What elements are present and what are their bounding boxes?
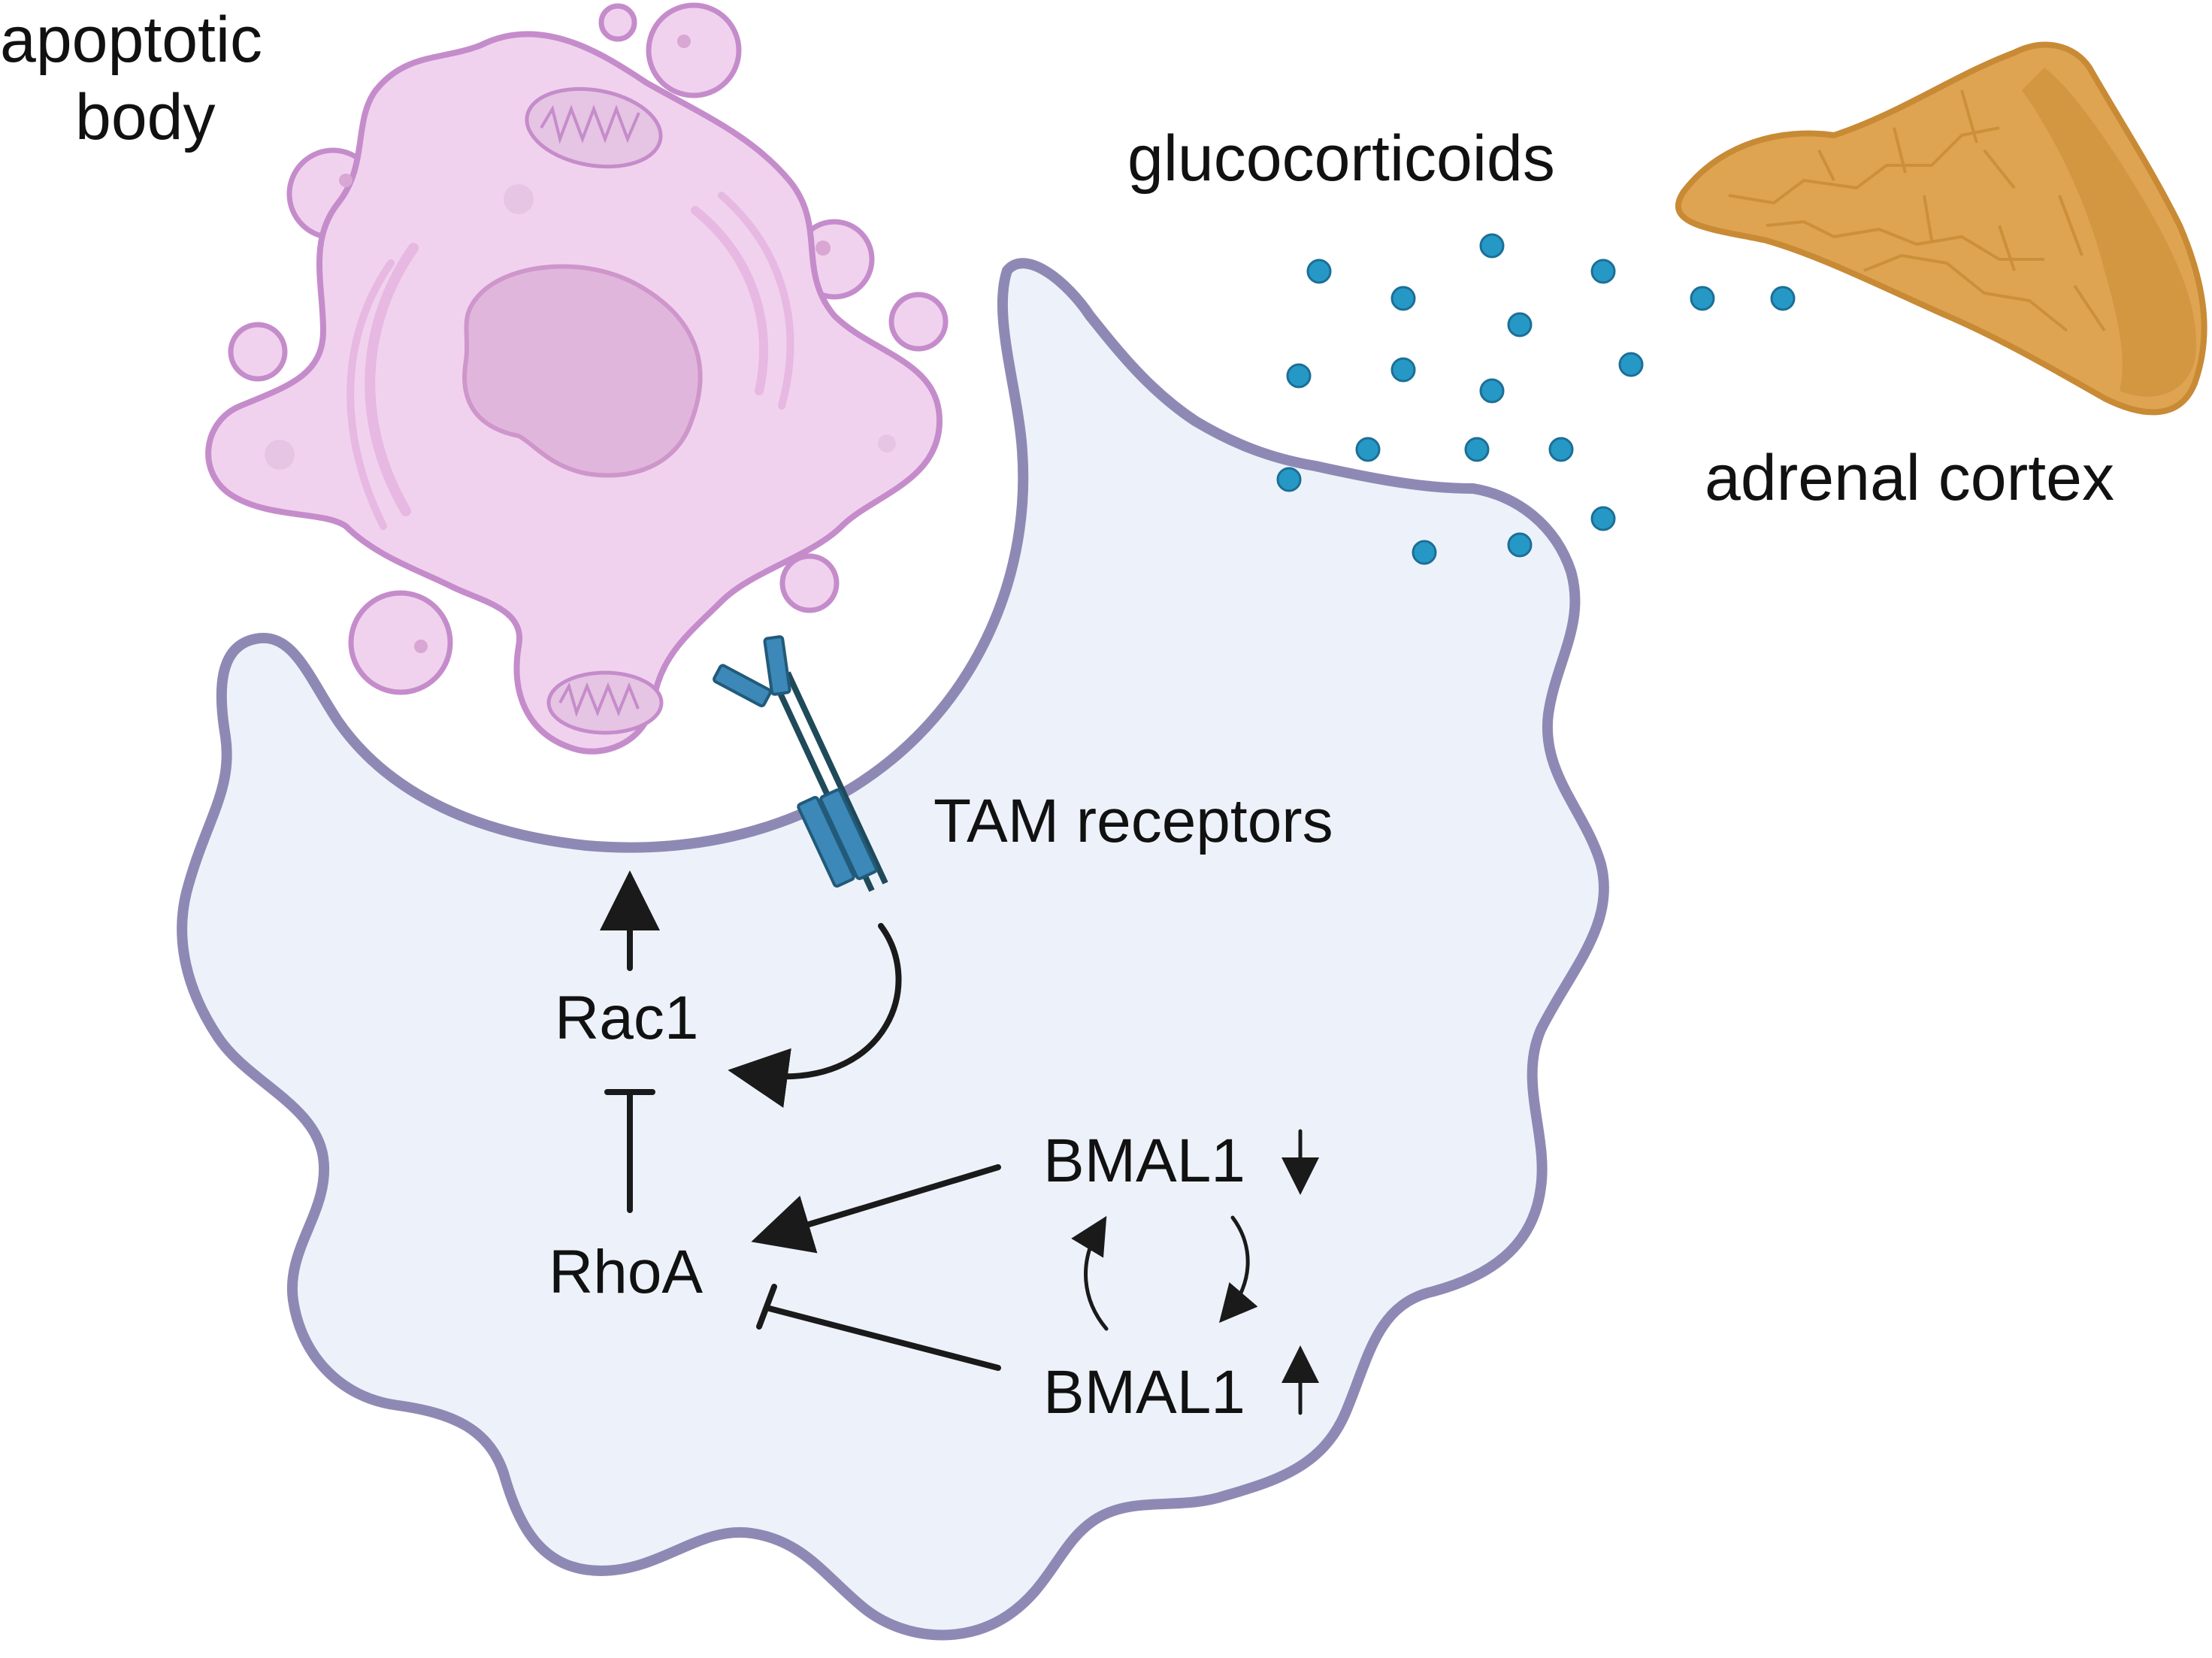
receptor-arm <box>713 664 772 708</box>
bleb <box>779 553 840 613</box>
cycle-arrow-up <box>1071 1215 1109 1331</box>
signaling-arrows <box>600 870 1319 1415</box>
adrenal-cortex-label: adrenal cortex <box>1705 442 2114 514</box>
receptor-domain <box>797 796 855 888</box>
vesicle <box>265 440 295 470</box>
apoptotic-body-label-line2: body <box>75 81 216 153</box>
glucocorticoid-dot <box>1276 467 1302 492</box>
glucocorticoid-dot <box>1507 532 1533 558</box>
cycle-arrow-down <box>1218 1215 1258 1324</box>
bmal1-up-inhibits-rhoa <box>764 1305 1001 1371</box>
apoptotic-body <box>205 2 949 755</box>
endoplasmic-reticulum <box>346 259 395 530</box>
glucocorticoid-dot <box>1590 259 1616 284</box>
inhibition-bar <box>756 1284 777 1330</box>
glucocorticoids-label: glucocorticoids <box>1127 123 1555 195</box>
endoplasmic-reticulum <box>691 206 768 395</box>
bmal1-down-label: BMAL1 <box>1043 1127 1245 1195</box>
bmal1-up-label: BMAL1 <box>1043 1358 1245 1427</box>
mitochondrion <box>546 670 664 735</box>
receptor-arm <box>763 635 791 696</box>
adrenal-cortex <box>1675 41 2207 416</box>
bleb <box>348 590 453 695</box>
receptor-stalk <box>785 671 888 885</box>
glucocorticoid-dot <box>1618 352 1644 377</box>
bleb <box>598 3 637 42</box>
glucocorticoid-dot <box>1390 357 1416 383</box>
glucocorticoid-dot <box>1355 437 1381 462</box>
nucleus <box>462 264 703 478</box>
receptor-domain <box>819 788 878 880</box>
endoplasmic-reticulum <box>718 192 794 410</box>
glucocorticoid-dot <box>1286 363 1312 389</box>
vesicle <box>414 640 428 653</box>
bmal1-down-to-rhoa-arrow <box>751 1164 1001 1254</box>
glucocorticoid-molecules <box>1276 233 1796 565</box>
mitochondrion <box>525 86 663 169</box>
glucocorticoid-dot <box>1548 437 1574 462</box>
mitochondrion-cristae <box>558 682 640 718</box>
bleb <box>646 2 742 98</box>
vesicle <box>677 35 691 48</box>
vesicle <box>339 174 353 187</box>
bleb <box>888 292 949 352</box>
adrenal-medulla-shading <box>2022 68 2196 397</box>
glucocorticoid-dot <box>1479 233 1505 259</box>
glucocorticoid-dot <box>1390 286 1416 311</box>
tam-receptors-label: TAM receptors <box>934 787 1333 855</box>
vesicle <box>504 184 534 214</box>
rhoa-label: RhoA <box>549 1238 703 1306</box>
vesicle <box>816 241 831 256</box>
bleb <box>228 322 288 382</box>
glucocorticoid-dot <box>1770 286 1796 311</box>
glucocorticoid-dot <box>1306 259 1332 284</box>
glucocorticoid-dot <box>1412 540 1437 565</box>
glucocorticoid-dot <box>1590 506 1616 531</box>
glucocorticoid-dot <box>1464 437 1490 462</box>
rac1-label: Rac1 <box>555 984 698 1052</box>
tam-to-rac1-arrow <box>728 923 902 1108</box>
tam-receptor <box>713 635 888 892</box>
mitochondrion-cristae <box>540 104 640 144</box>
apoptotic-body-label-line1: apoptotic <box>0 4 262 76</box>
glucocorticoid-dot <box>1507 312 1533 337</box>
glucocorticoid-dot <box>1690 286 1715 311</box>
vesicle <box>878 434 896 452</box>
endoplasmic-reticulum <box>365 243 419 516</box>
adrenal-texture <box>1728 89 2106 332</box>
glucocorticoid-dot <box>1479 378 1505 404</box>
